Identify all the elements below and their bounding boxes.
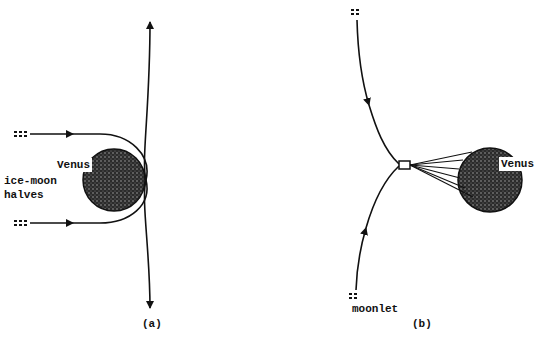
ice-moon-half [14,131,27,137]
trajectory [356,228,366,290]
planet-label: Venus [499,157,536,171]
impact-body [399,161,410,169]
object-label: moonlet [352,302,398,316]
debris-rays [410,152,473,197]
moonlet-symbol [351,9,359,15]
planet-label: Venus [55,158,92,172]
ice-moon-half [14,220,27,226]
trajectory [369,105,399,164]
trajectory [30,22,150,223]
trajectory [357,20,369,105]
trajectory [366,166,399,228]
group-label: ice-moon halves [4,174,64,202]
panel-label: (a) [142,317,162,331]
moonlet-symbol [349,293,357,299]
direction-arrow [66,219,74,227]
trajectory [30,134,150,308]
venus-planet [83,149,145,211]
panel-label: (b) [412,317,432,331]
direction-arrow [66,130,74,138]
